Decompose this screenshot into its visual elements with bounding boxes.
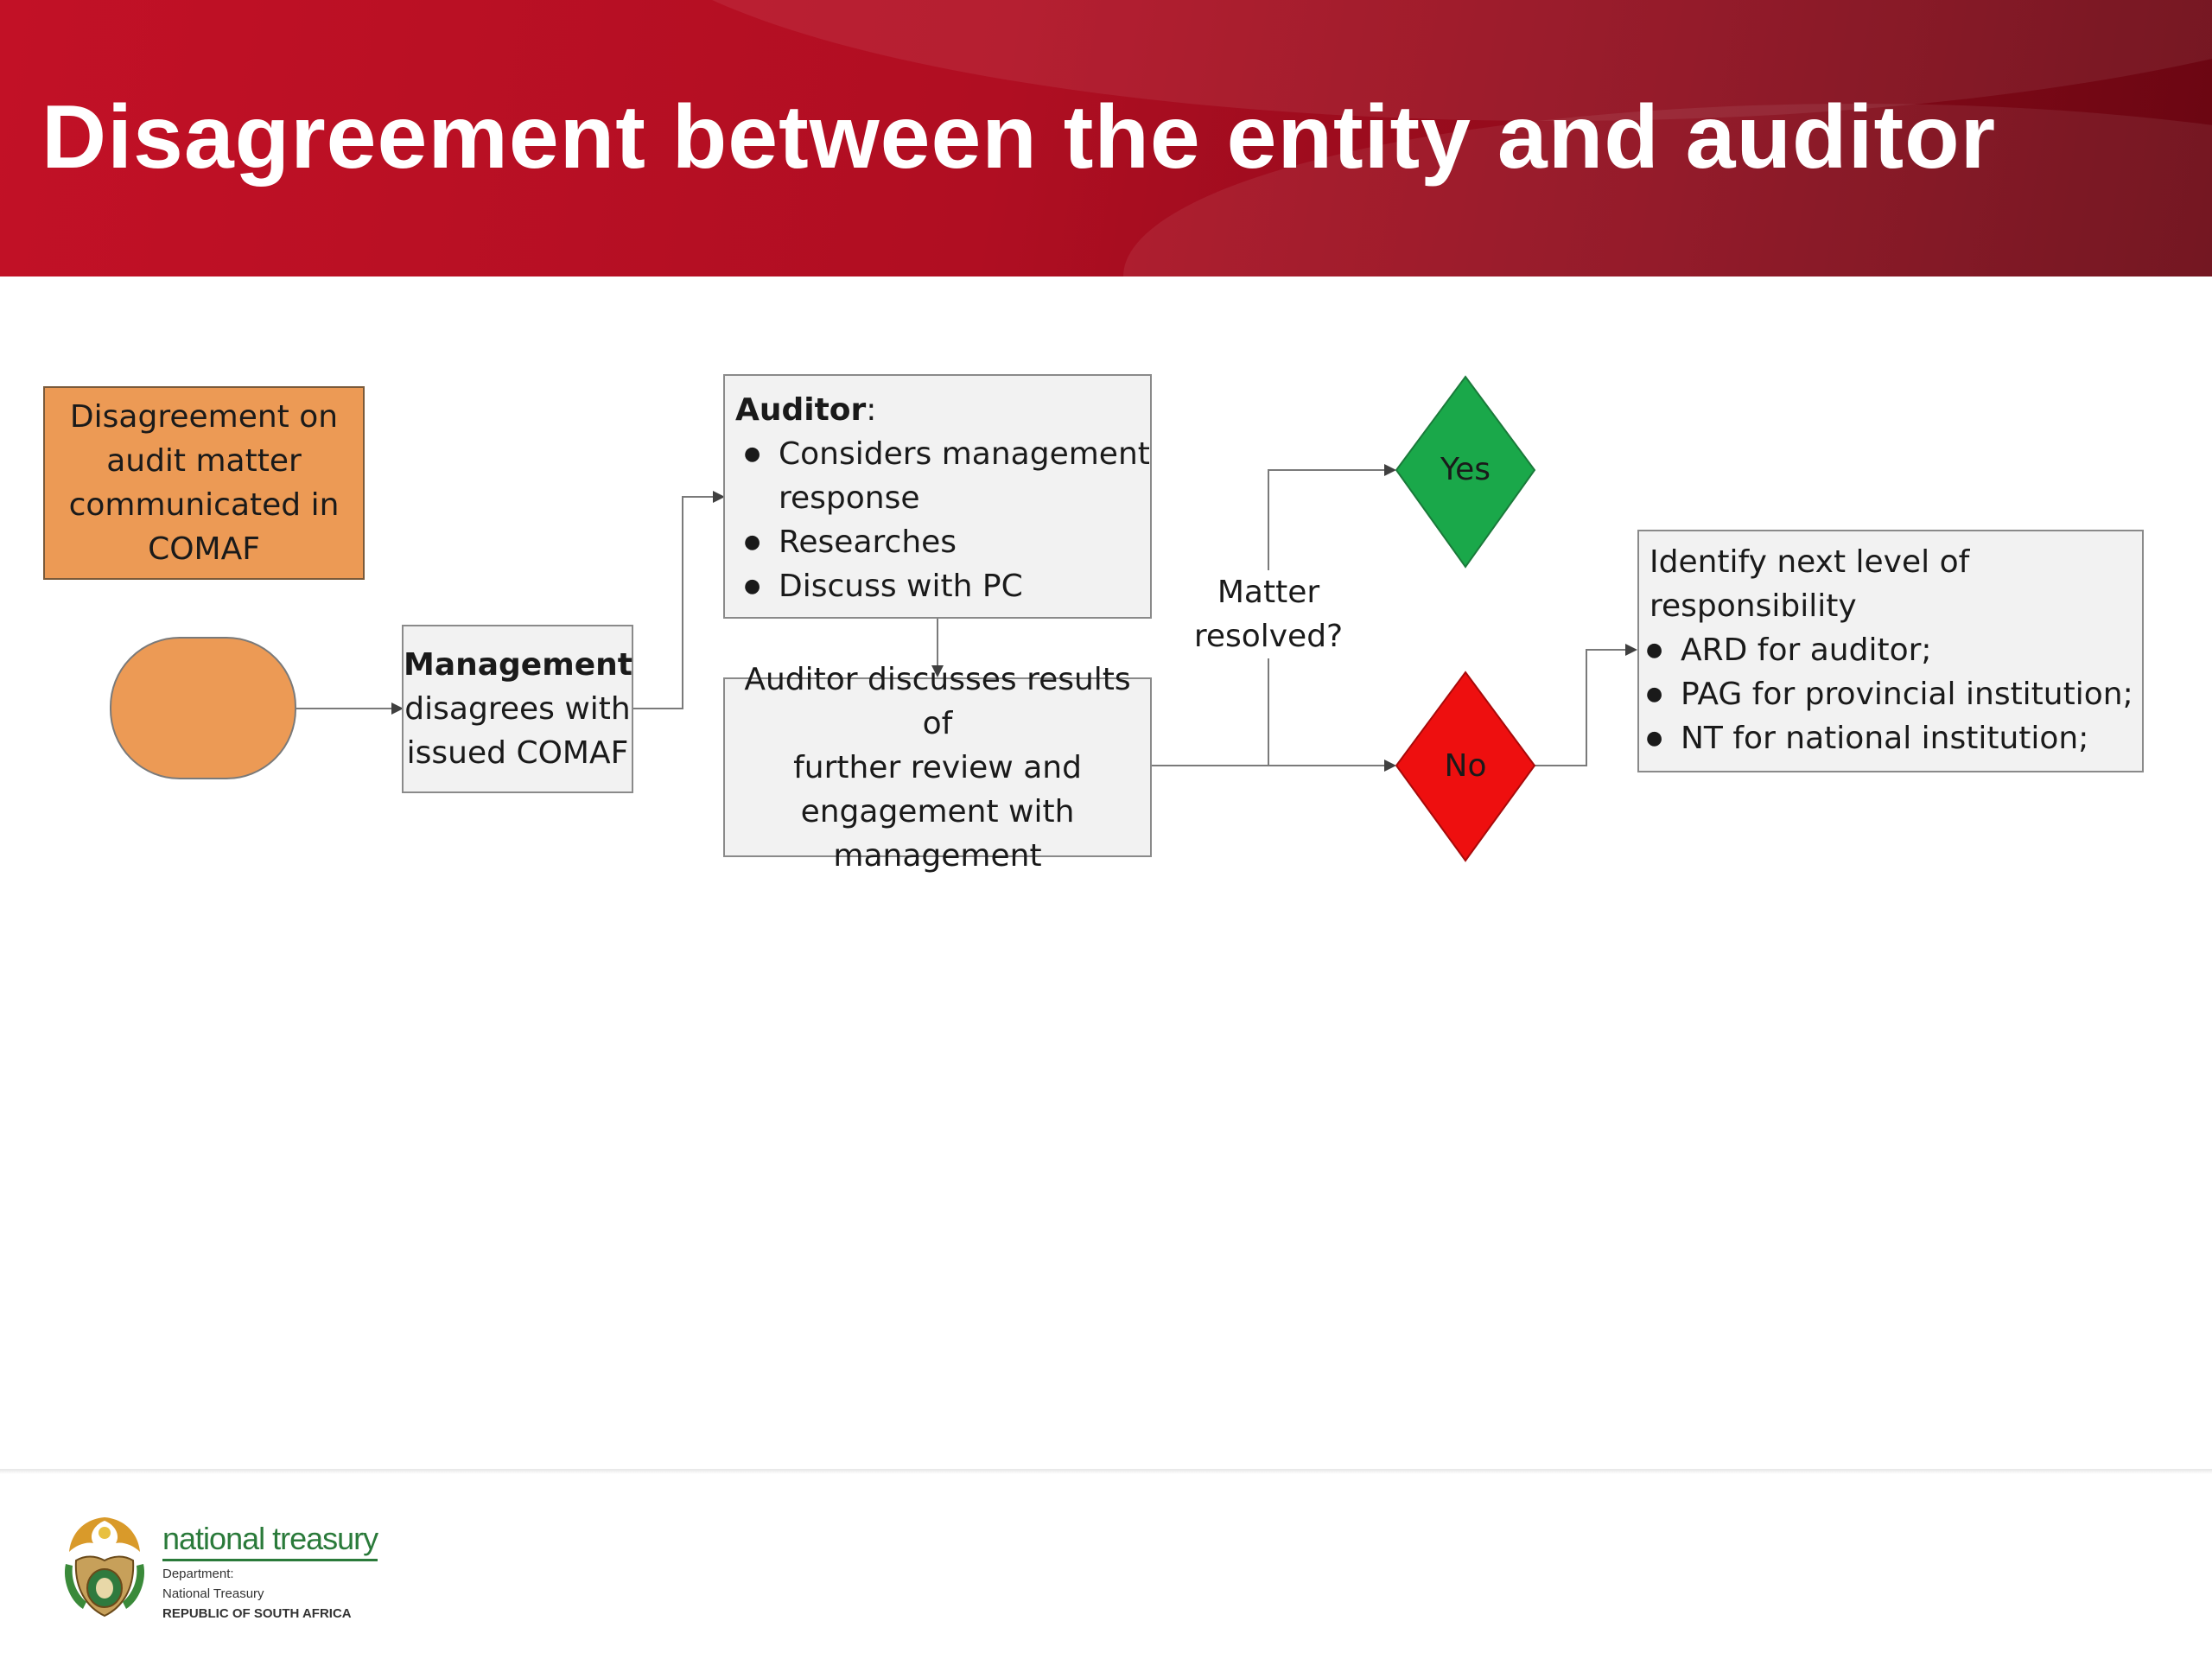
- auditor-discusses-box: Auditor discusses results of further rev…: [723, 662, 1152, 874]
- bullet-text: Researches: [779, 524, 957, 560]
- footer-country: REPUBLIC OF SOUTH AFRICA: [162, 1606, 352, 1621]
- auditor-heading: Auditor: [735, 392, 867, 428]
- start-terminator: [110, 637, 296, 779]
- next-level-bullet: PAG for provincial institution;: [1637, 672, 2142, 716]
- auditor-heading-colon: :: [866, 392, 877, 428]
- note-line: Disagreement on: [69, 399, 339, 435]
- auditor-bullet: Discuss with PC: [735, 564, 1150, 608]
- decision-line: Matter: [1217, 575, 1320, 610]
- discusses-line: Auditor discusses results of: [744, 661, 1131, 741]
- auditor-bullet: Researches: [735, 520, 1150, 564]
- title-banner: Disagreement between the entity and audi…: [0, 0, 2212, 276]
- next-level-bullet-list: ARD for auditor; PAG for provincial inst…: [1637, 628, 2142, 760]
- management-heading: Management: [404, 647, 632, 683]
- discusses-line: further review and: [793, 749, 1082, 785]
- disagreement-note-box: Disagreement on audit matter communicate…: [43, 386, 365, 580]
- decision-label: Matter resolved?: [1182, 570, 1355, 658]
- next-level-bullet: ARD for auditor;: [1637, 628, 2142, 672]
- slide-title: Disagreement between the entity and audi…: [41, 87, 1997, 188]
- note-line: COMAF: [148, 531, 260, 567]
- yes-label: Yes: [1440, 452, 1491, 487]
- note-line: communicated in: [68, 487, 340, 523]
- auditor-bullet: Considers management response: [735, 432, 1150, 520]
- footer-dept-label: Department:: [162, 1567, 234, 1581]
- next-level-bullet: NT for national institution;: [1637, 716, 2142, 760]
- yes-diamond: [1395, 375, 1536, 569]
- bullet-text: response: [779, 480, 920, 516]
- next-level-box: Identify next level of responsibility AR…: [1637, 530, 2144, 772]
- auditor-box: Auditor: Considers management response Re…: [723, 374, 1152, 619]
- footer-logo-name: national treasury: [162, 1521, 378, 1561]
- no-label: No: [1444, 748, 1487, 784]
- management-box: Management disagrees with issued COMAF: [402, 625, 633, 793]
- connector-no-nextlevel: [1535, 644, 1637, 766]
- no-diamond: [1395, 671, 1536, 862]
- bullet-text: Discuss with PC: [779, 569, 1023, 604]
- next-level-intro: Identify next level of: [1649, 544, 1970, 580]
- discusses-line: engagement with: [800, 793, 1075, 830]
- coat-of-arms-logo: [64, 1517, 145, 1618]
- footer-divider: [0, 1469, 2212, 1474]
- note-line: audit matter: [106, 443, 302, 479]
- auditor-heading-row: Auditor:: [735, 388, 1150, 432]
- management-line: issued COMAF: [406, 735, 629, 771]
- bullet-text: Considers management: [779, 436, 1150, 472]
- next-level-intro: responsibility: [1649, 588, 1857, 624]
- footer-logo-text: national treasury Department: National T…: [162, 1521, 378, 1621]
- footer-dept-name: National Treasury: [162, 1586, 264, 1601]
- management-line: disagrees with: [404, 691, 631, 727]
- connector-management-auditor: [633, 491, 725, 709]
- decision-line: resolved?: [1193, 619, 1344, 654]
- discusses-line: management: [833, 837, 1042, 874]
- connector-decision-yes: [1268, 464, 1396, 766]
